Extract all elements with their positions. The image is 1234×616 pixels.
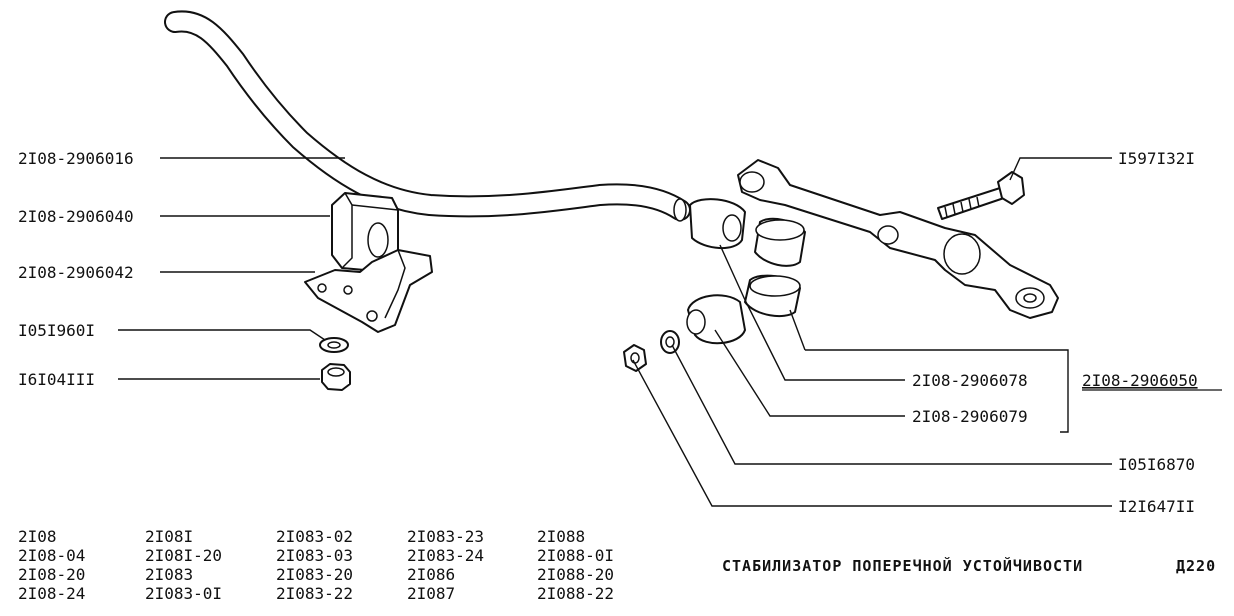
model: 2I08 [18,527,57,546]
label-cushion: 2I08-2906040 [18,207,134,226]
model: 2I088 [537,527,585,546]
model: 2I08-20 [18,565,85,584]
group-label: 2I08-2906050 [1082,371,1198,390]
model: 2I083-03 [276,546,353,565]
leader-lines [118,157,1112,507]
bushing-2906078-lower [744,274,801,318]
nut-left [321,363,351,391]
label-washer-2: I05I6870 [1118,455,1195,474]
washer-left [319,337,349,353]
model: 2I08I-20 [145,546,222,565]
model: 2I083-0I [145,584,222,603]
model: 2I08I [145,527,193,546]
model: 2I08-24 [18,584,85,603]
label-bolt: I597I32I [1118,149,1195,168]
label-washer: I05I960I [18,321,95,340]
model: 2I088-0I [537,546,614,565]
washer-right [660,330,680,354]
model: 2I08-04 [18,546,85,565]
model: 2I083-22 [276,584,353,603]
diagram-title: СТАБИЛИЗАТОР ПОПЕРЕЧНОЙ УСТОЙЧИВОСТИ [722,556,1083,575]
bushing-2906078 [754,217,806,267]
model: 2I083 [145,565,193,584]
stabilizer-bar [164,10,691,222]
model: 2I088-20 [537,565,614,584]
model: 2I086 [407,565,455,584]
bolt [937,171,1025,220]
nut-right [623,344,647,372]
page-code: Д220 [1176,557,1216,575]
label-bar: 2I08-2906016 [18,149,134,168]
label-nut-2: I2I647II [1118,497,1195,516]
model: 2I088-22 [537,584,614,603]
model: 2I083-20 [276,565,353,584]
model: 2I083-24 [407,546,484,565]
model: 2I083-02 [276,527,353,546]
bushing-2906079 [689,198,746,249]
bushing-rubber-lower [686,294,746,345]
bracket [304,249,433,333]
label-nut: I6I04III [18,370,95,389]
label-bush-079: 2I08-2906079 [912,407,1028,426]
label-bracket: 2I08-2906042 [18,263,134,282]
label-bush-078: 2I08-2906078 [912,371,1028,390]
model-list: 2I08 2I08-04 2I08-20 2I08-24 2I08I 2I08I… [18,527,614,603]
model: 2I083-23 [407,527,484,546]
model: 2I087 [407,584,455,603]
suspension-arm [737,159,1059,319]
